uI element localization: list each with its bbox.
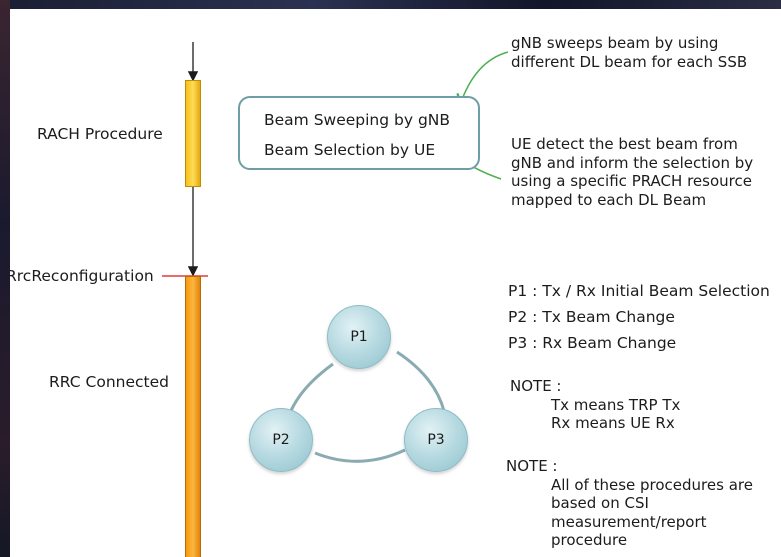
rach-procedure-bar <box>185 80 201 187</box>
stage-label-rrc-connected: RRC Connected <box>49 373 169 391</box>
note-2-line: All of these procedures are <box>551 475 753 494</box>
note-2-line: based on CSI <box>551 494 649 512</box>
diagram-panel: RACH Procedure RrcReconfiguration RRC Co… <box>10 9 781 557</box>
select-callout-line: using a specific PRACH resource <box>511 172 752 190</box>
cycle-link-p2-p3 <box>314 448 406 463</box>
note-1-line: Tx means TRP Tx <box>551 395 681 414</box>
stage-label-rrc-reconfiguration: RrcReconfiguration <box>10 267 154 285</box>
note-2-title: NOTE : <box>506 457 558 475</box>
legend-p3: P3 : Rx Beam Change <box>508 334 677 352</box>
select-callout-line: gNB and inform the selection by <box>511 153 754 172</box>
legend-p1: P1 : Tx / Rx Initial Beam Selection <box>508 282 770 300</box>
note-2-line: measurement/report <box>551 512 707 531</box>
node-p2: P2 <box>249 408 313 472</box>
select-callout-line: mapped to each DL Beam <box>511 190 707 209</box>
node-p1: P1 <box>327 305 391 369</box>
note-2: NOTE : All of these procedures are based… <box>506 457 753 550</box>
beam-selection-label: Beam Selection by UE <box>264 141 436 159</box>
beam-sweeping-label: Beam Sweeping by gNB <box>264 111 451 129</box>
sweep-callout-text: gNB sweeps beam by using different DL be… <box>511 34 747 71</box>
note-2-line: procedure <box>551 531 628 549</box>
cycle-link-p1-p3 <box>396 350 446 412</box>
sweep-callout-line: gNB sweeps beam by using <box>511 34 719 52</box>
note-1-line: Rx means UE Rx <box>551 414 675 432</box>
note-1: NOTE : Tx means TRP Tx Rx means UE Rx <box>510 377 680 433</box>
select-callout-line: UE detect the best beam from <box>511 135 738 153</box>
legend-p2: P2 : Tx Beam Change <box>508 308 675 326</box>
select-callout-text: UE detect the best beam from gNB and inf… <box>511 135 753 209</box>
node-p3: P3 <box>404 408 468 472</box>
slide-frame-top <box>0 0 781 9</box>
cycle-link-p1-p2 <box>288 362 334 414</box>
note-1-title: NOTE : <box>510 377 562 395</box>
slide-frame-left <box>0 0 10 557</box>
sweep-callout-line: different DL beam for each SSB <box>511 52 748 71</box>
stage-label-rach: RACH Procedure <box>37 125 163 143</box>
rrc-connected-bar <box>185 276 201 557</box>
beam-procedure-box: Beam Sweeping by gNB Beam Selection by U… <box>238 96 480 170</box>
